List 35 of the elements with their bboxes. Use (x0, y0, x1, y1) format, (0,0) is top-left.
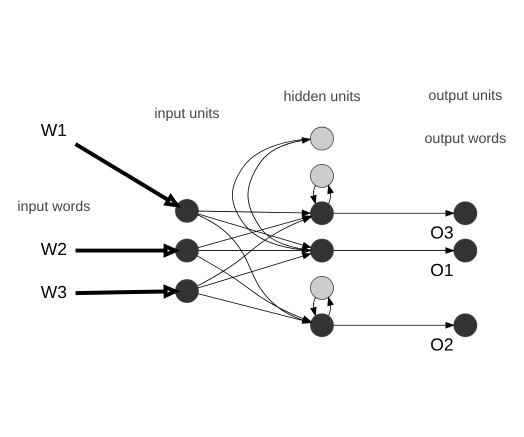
arrow (333, 321, 456, 328)
arrow (310, 296, 317, 316)
arrow (327, 296, 334, 316)
node-circle (175, 238, 199, 262)
node-circle (310, 126, 334, 150)
arrow (75, 284, 180, 298)
node-label: O3 (430, 222, 454, 242)
node-circle (310, 200, 334, 225)
node-circle (453, 238, 478, 262)
label: output units (428, 87, 502, 104)
node-label: O2 (430, 334, 454, 354)
node-text: W3 (40, 281, 67, 302)
arrow (327, 184, 334, 204)
arrow (310, 184, 317, 204)
label: input words (17, 198, 90, 215)
node-circle (175, 198, 199, 222)
node-label: O1 (430, 260, 454, 280)
label: hidden units (283, 88, 360, 104)
arrow (76, 242, 180, 258)
node-text: W2 (40, 238, 67, 259)
arrow (74, 142, 181, 208)
label: input units (154, 106, 220, 122)
arrow (198, 209, 312, 216)
node-circle (310, 238, 334, 262)
node-circle (310, 164, 334, 188)
node-circle (310, 312, 334, 337)
node-text: W1 (40, 119, 67, 140)
node-circle (453, 200, 478, 225)
node-circle (175, 278, 199, 302)
node-circle (310, 276, 334, 300)
arrow (198, 252, 312, 288)
node-circle (453, 312, 478, 337)
arrow (333, 246, 456, 254)
arrow (333, 209, 456, 216)
label: output words (424, 130, 506, 146)
